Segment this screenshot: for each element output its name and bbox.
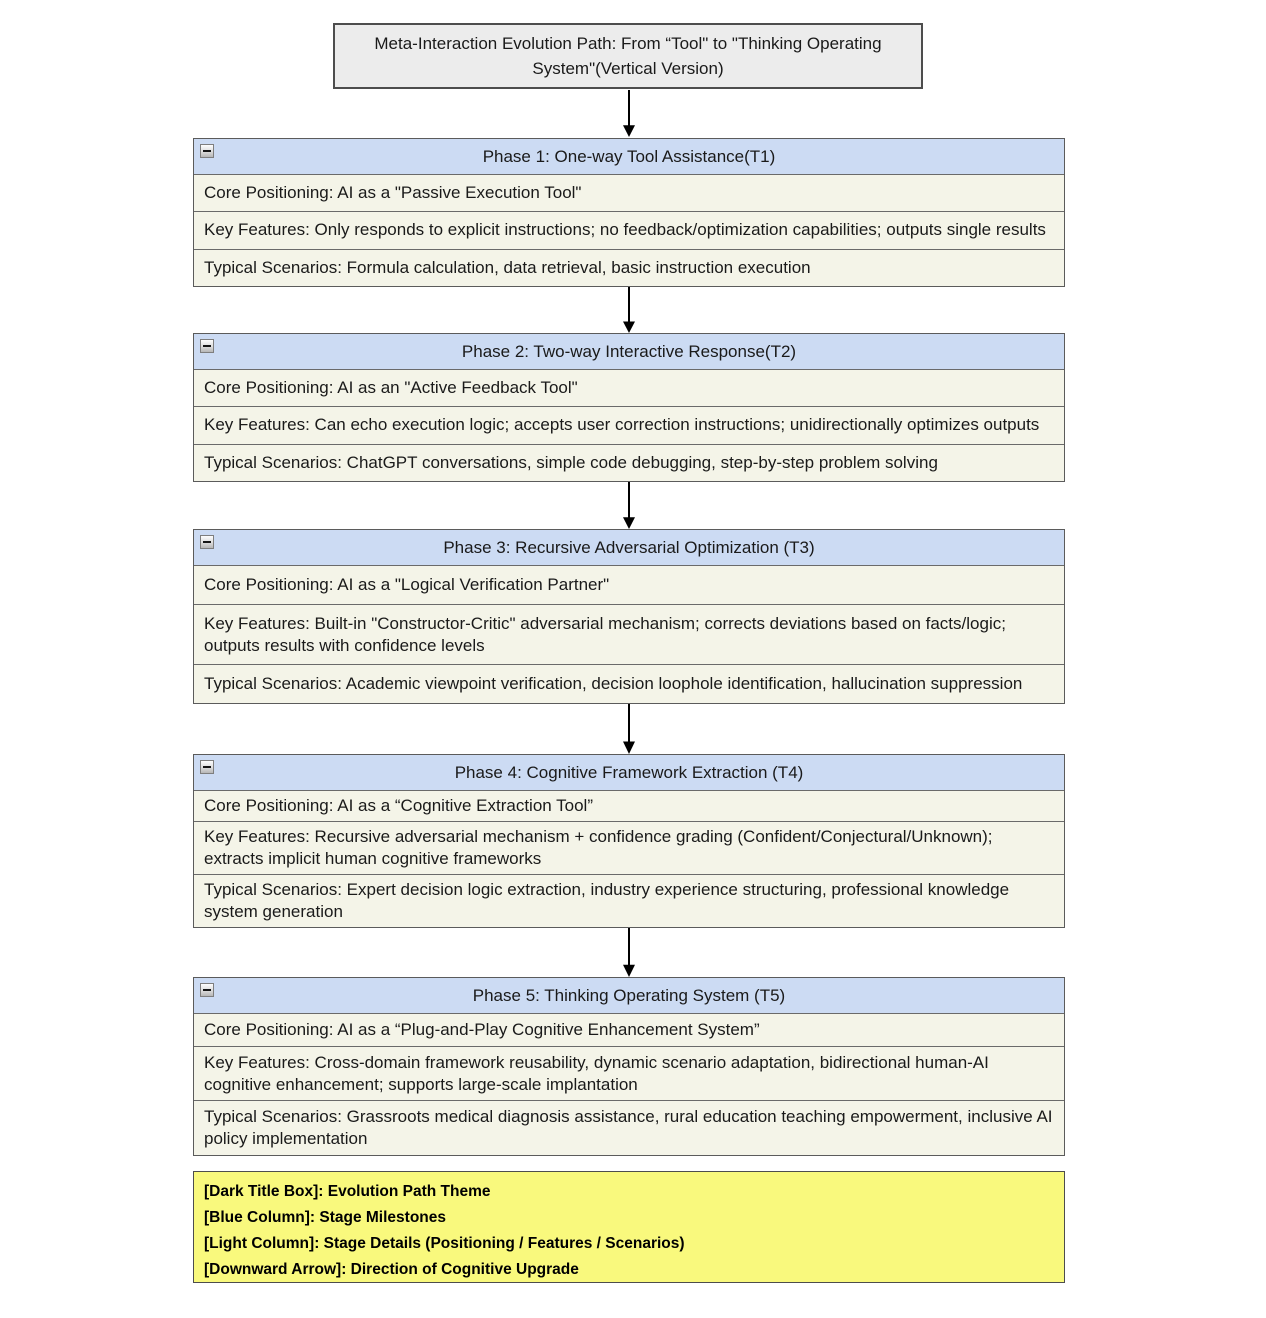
collapse-icon[interactable] [200, 339, 214, 353]
legend-title-box-line: [Dark Title Box]: Evolution Path Theme [204, 1183, 491, 1200]
legend-light-column-line: [Light Column]: Stage Details (Positioni… [204, 1235, 685, 1252]
phase-2-key-features-row: Key Features: Can echo execution logic; … [194, 406, 1064, 444]
minus-glyph [203, 989, 211, 991]
phase-2-core-positioning-text: Core Positioning: AI as an "Active Feedb… [204, 378, 578, 398]
phase-1-header: Phase 1: One-way Tool Assistance(T1) [194, 139, 1064, 174]
phase-4-typical-scenarios-row: Typical Scenarios: Expert decision logic… [194, 874, 1064, 927]
phase-5-header: Phase 5: Thinking Operating System (T5) [194, 978, 1064, 1013]
phase-3-typical-scenarios-row: Typical Scenarios: Academic viewpoint ve… [194, 664, 1064, 703]
phase-2-typical-scenarios-row: Typical Scenarios: ChatGPT conversations… [194, 443, 1064, 481]
phase-1-typical-scenarios-text: Typical Scenarios: Formula calculation, … [204, 257, 811, 277]
legend-downward-arrow-line: [Downward Arrow]: Direction of Cognitive… [204, 1261, 579, 1278]
phase-4-typical-scenarios-text: Typical Scenarios: Expert decision logic… [204, 880, 1010, 921]
phase-5-title: Phase 5: Thinking Operating System (T5) [472, 985, 786, 1005]
phase-2-box: Phase 2: Two-way Interactive Response(T2… [193, 333, 1065, 482]
phase-2-core-positioning-row: Core Positioning: AI as an "Active Feedb… [194, 369, 1064, 407]
phase-3-header: Phase 3: Recursive Adversarial Optimizat… [194, 530, 1064, 565]
collapse-icon[interactable] [200, 983, 214, 997]
diagram-title: Meta-Interaction Evolution Path: From “T… [374, 34, 882, 78]
phase-1-title: Phase 1: One-way Tool Assistance(T1) [482, 146, 776, 166]
phase-5-typical-scenarios-text: Typical Scenarios: Grassroots medical di… [204, 1107, 1053, 1149]
legend-box: [Dark Title Box]: Evolution Path Theme [… [193, 1171, 1065, 1283]
diagram-title-box: Meta-Interaction Evolution Path: From “T… [333, 23, 923, 89]
minus-glyph [203, 345, 211, 347]
phase-3-core-positioning-text: Core Positioning: AI as a "Logical Verif… [204, 574, 610, 594]
minus-glyph [203, 541, 211, 543]
phase-3-key-features-row: Key Features: Built-in "Constructor-Crit… [194, 603, 1064, 665]
phase-2-title: Phase 2: Two-way Interactive Response(T2… [461, 341, 797, 361]
down-arrow-icon [623, 90, 635, 137]
down-arrow-icon [623, 287, 635, 333]
phase-1-key-features-row: Key Features: Only responds to explicit … [194, 211, 1064, 249]
phase-3-key-features-text: Key Features: Built-in "Constructor-Crit… [204, 613, 1006, 655]
phase-5-core-positioning-row: Core Positioning: AI as a “Plug-and-Play… [194, 1013, 1064, 1046]
collapse-icon[interactable] [200, 144, 214, 158]
legend-blue-column-line: [Blue Column]: Stage Milestones [204, 1209, 446, 1226]
phase-2-header: Phase 2: Two-way Interactive Response(T2… [194, 334, 1064, 369]
minus-glyph [203, 766, 211, 768]
phase-4-header: Phase 4: Cognitive Framework Extraction … [194, 755, 1064, 790]
minus-glyph [203, 150, 211, 152]
phase-1-typical-scenarios-row: Typical Scenarios: Formula calculation, … [194, 248, 1064, 286]
down-arrow-icon [623, 704, 635, 754]
phase-5-box: Phase 5: Thinking Operating System (T5) … [193, 977, 1065, 1156]
phase-3-title: Phase 3: Recursive Adversarial Optimizat… [443, 537, 815, 557]
phase-4-key-features-row: Key Features: Recursive adversarial mech… [194, 821, 1064, 874]
phase-1-box: Phase 1: One-way Tool Assistance(T1) Cor… [193, 138, 1065, 287]
phase-1-core-positioning-row: Core Positioning: AI as a "Passive Execu… [194, 174, 1064, 212]
phase-3-core-positioning-row: Core Positioning: AI as a "Logical Verif… [194, 565, 1064, 604]
phase-1-key-features-text: Key Features: Only responds to explicit … [204, 220, 1046, 240]
phase-4-title: Phase 4: Cognitive Framework Extraction … [454, 762, 804, 782]
phase-4-core-positioning-text: Core Positioning: AI as a “Cognitive Ext… [204, 796, 593, 815]
phase-4-core-positioning-row: Core Positioning: AI as a “Cognitive Ext… [194, 790, 1064, 821]
phase-2-key-features-text: Key Features: Can echo execution logic; … [204, 415, 1040, 435]
down-arrow-icon [623, 928, 635, 977]
phase-2-typical-scenarios-text: Typical Scenarios: ChatGPT conversations… [204, 452, 938, 472]
phase-5-key-features-row: Key Features: Cross-domain framework reu… [194, 1045, 1064, 1101]
down-arrow-icon [623, 482, 635, 529]
phase-4-key-features-text: Key Features: Recursive adversarial mech… [204, 827, 993, 868]
phase-5-typical-scenarios-row: Typical Scenarios: Grassroots medical di… [194, 1100, 1064, 1155]
phase-3-typical-scenarios-text: Typical Scenarios: Academic viewpoint ve… [204, 674, 1023, 694]
phase-5-key-features-text: Key Features: Cross-domain framework reu… [204, 1052, 989, 1094]
collapse-icon[interactable] [200, 760, 214, 774]
phase-5-core-positioning-text: Core Positioning: AI as a “Plug-and-Play… [204, 1019, 760, 1039]
collapse-icon[interactable] [200, 535, 214, 549]
phase-1-core-positioning-text: Core Positioning: AI as a "Passive Execu… [204, 183, 582, 203]
phase-4-box: Phase 4: Cognitive Framework Extraction … [193, 754, 1065, 928]
phase-3-box: Phase 3: Recursive Adversarial Optimizat… [193, 529, 1065, 704]
